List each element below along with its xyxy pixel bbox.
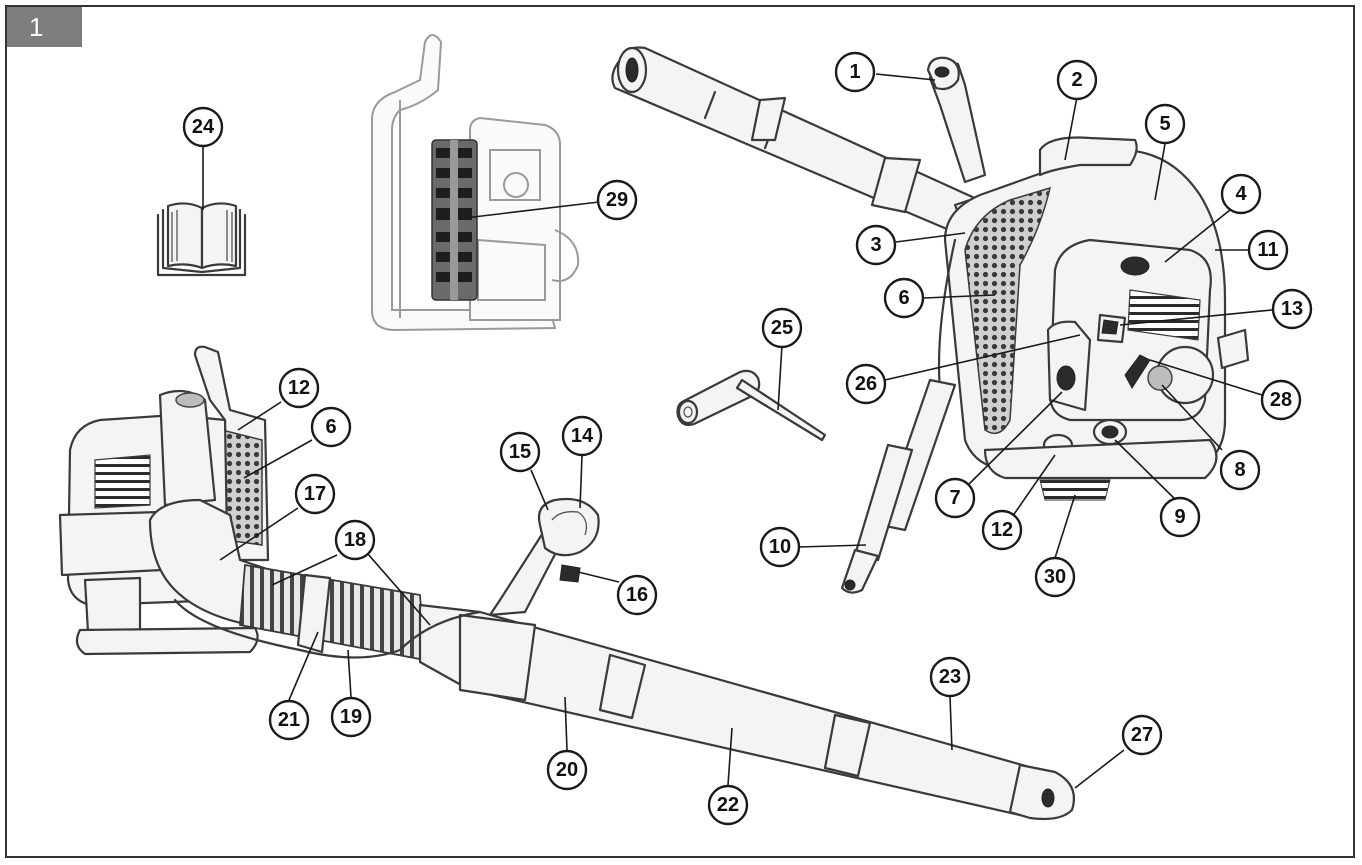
callout-24: 24 [182,106,224,148]
callout-25: 25 [761,307,803,349]
svg-text:18: 18 [344,529,366,551]
svg-text:6: 6 [325,416,336,438]
fan-cutaway-view [371,34,580,332]
svg-text:1: 1 [849,61,860,83]
svg-text:4: 4 [1235,183,1247,205]
svg-text:3: 3 [870,234,881,256]
callout-6-top: 6 [883,277,925,319]
svg-text:21: 21 [278,709,300,731]
blower-front-view [611,46,1250,594]
svg-text:11: 11 [1257,239,1278,261]
callout-15: 15 [499,431,541,473]
svg-text:10: 10 [769,536,791,558]
svg-text:6: 6 [898,287,909,309]
callout-3: 3 [855,224,897,266]
callout-30: 30 [1034,556,1076,598]
callout-20: 20 [546,749,588,791]
callout-22: 22 [707,784,749,826]
svg-text:5: 5 [1159,113,1170,135]
blower-side-view [58,345,1076,821]
figure-frame [5,5,1355,858]
callout-28: 28 [1260,379,1302,421]
callout-18: 18 [334,519,376,561]
callout-27: 27 [1121,714,1163,756]
svg-text:2: 2 [1071,69,1082,91]
svg-text:20: 20 [556,759,578,781]
svg-text:7: 7 [949,487,960,509]
callout-6-bottom: 6 [310,406,352,448]
callout-26: 26 [845,363,887,405]
svg-text:30: 30 [1044,566,1066,588]
callout-12-bottom: 12 [278,367,320,409]
svg-text:8: 8 [1234,459,1245,481]
callout-2: 2 [1056,59,1098,101]
callout-14: 14 [561,415,603,457]
manual-book-icon [156,202,247,277]
svg-text:27: 27 [1131,724,1153,746]
callout-5: 5 [1144,103,1186,145]
callout-29: 29 [596,179,638,221]
callout-19: 19 [330,696,372,738]
callout-17: 17 [294,473,336,515]
callout-13: 13 [1271,288,1313,330]
figure-number-tab: 1 [7,7,82,47]
leader-lines [202,73,1273,789]
spark-plug-wrench [676,369,827,442]
svg-text:25: 25 [771,317,793,339]
svg-text:15: 15 [509,441,531,463]
svg-text:23: 23 [939,666,961,688]
callout-16: 16 [616,574,658,616]
svg-text:28: 28 [1270,389,1292,411]
callout-4: 4 [1220,173,1262,215]
svg-text:22: 22 [717,794,739,816]
svg-text:24: 24 [192,116,215,138]
svg-text:12: 12 [288,377,310,399]
svg-text:12: 12 [991,519,1013,541]
callout-12-top: 12 [981,509,1023,551]
callout-7: 7 [934,477,976,519]
figure-number: 1 [29,12,44,42]
svg-text:26: 26 [855,373,877,395]
svg-text:19: 19 [340,706,362,728]
callout-9: 9 [1159,496,1201,538]
callout-8: 8 [1219,449,1261,491]
svg-text:9: 9 [1174,506,1185,528]
callout-21: 21 [268,699,310,741]
svg-text:13: 13 [1281,298,1303,320]
callout-11: 11 [1247,229,1289,271]
svg-text:17: 17 [304,483,326,505]
svg-text:29: 29 [606,189,628,211]
callout-10: 10 [759,526,801,568]
callout-23: 23 [929,656,971,698]
svg-text:14: 14 [571,425,594,447]
callout-1: 1 [834,51,876,93]
svg-text:16: 16 [626,584,648,606]
